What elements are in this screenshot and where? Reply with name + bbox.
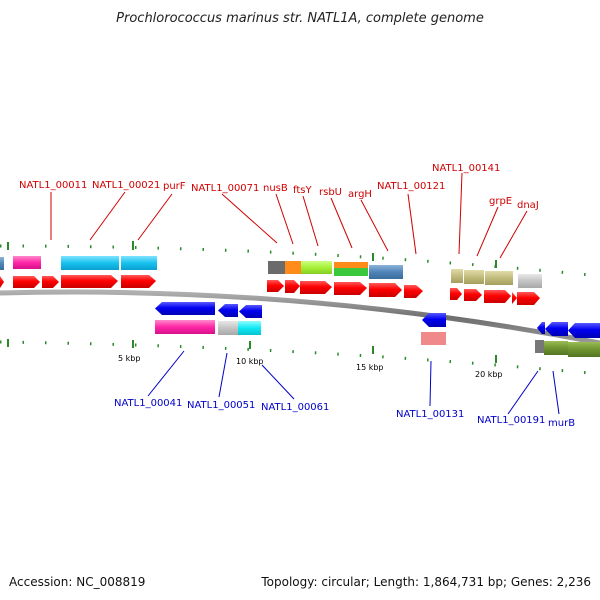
- gene-arrow-reverse[interactable]: [568, 323, 600, 338]
- gene-label-natl1-00021[interactable]: NATL1_00021: [92, 180, 160, 191]
- feature-block[interactable]: [238, 321, 261, 335]
- gene-arrow-forward[interactable]: [369, 283, 402, 297]
- gene-label-natl1-00071[interactable]: NATL1_00071: [191, 183, 259, 194]
- gene-arrow-forward[interactable]: [13, 276, 40, 288]
- gene-arrow-forward[interactable]: [267, 280, 284, 292]
- gene-arrow-forward[interactable]: [404, 285, 423, 298]
- feature-block[interactable]: [218, 321, 238, 335]
- feature-block[interactable]: [518, 274, 542, 288]
- map-title: Prochlorococcus marinus str. NATL1A, com…: [116, 11, 484, 26]
- feature-block[interactable]: [334, 268, 368, 276]
- gene-label-natl1-00011[interactable]: NATL1_00011: [19, 180, 87, 191]
- feature-block[interactable]: [369, 265, 403, 279]
- gene-label-natl1-00121[interactable]: NATL1_00121: [377, 181, 445, 192]
- gene-label-murB[interactable]: murB: [548, 418, 575, 429]
- feature-block[interactable]: [334, 262, 368, 268]
- feature-block[interactable]: [568, 342, 600, 357]
- gene-arrow-forward[interactable]: [512, 292, 517, 304]
- gene-label-ftsY[interactable]: ftsY: [293, 185, 312, 196]
- gene-label-rsbU[interactable]: rsbU: [319, 187, 342, 198]
- feature-block[interactable]: [121, 256, 157, 270]
- gene-arrow-forward[interactable]: [285, 280, 300, 293]
- forward-gene-track: [0, 275, 540, 305]
- gene-label-nusB[interactable]: nusB: [263, 183, 288, 194]
- gene-arrow-reverse[interactable]: [155, 302, 215, 315]
- feature-block[interactable]: [13, 256, 41, 269]
- feature-block[interactable]: [485, 271, 513, 285]
- top-gene-labels: NATL1_00011 NATL1_00021 purF NATL1_00071…: [19, 163, 539, 211]
- gene-arrow-forward[interactable]: [121, 275, 156, 288]
- gene-arrow-forward[interactable]: [517, 292, 540, 305]
- gene-label-argH[interactable]: argH: [348, 189, 372, 200]
- gene-arrow-forward[interactable]: [450, 288, 462, 300]
- scale-labels: 5 kbp 10 kbp 15 kbp 20 kbp: [118, 354, 503, 379]
- scale-label-15kbp: 15 kbp: [356, 363, 384, 372]
- gene-arrow-reverse[interactable]: [537, 322, 545, 334]
- gene-arrow-forward[interactable]: [484, 290, 511, 303]
- feature-block[interactable]: [464, 270, 484, 284]
- forward-feature-track: [0, 256, 542, 288]
- feature-block[interactable]: [155, 320, 215, 334]
- feature-block[interactable]: [0, 257, 4, 270]
- gene-label-natl1-00051[interactable]: NATL1_00051: [187, 400, 255, 411]
- feature-block[interactable]: [61, 256, 119, 270]
- gene-arrow-forward[interactable]: [334, 282, 367, 295]
- gene-arrow-reverse[interactable]: [422, 313, 446, 327]
- bottom-leader-lines: [147, 350, 560, 415]
- gene-arrow-forward[interactable]: [0, 276, 4, 288]
- gene-arrow-forward[interactable]: [300, 281, 332, 294]
- reverse-gene-track: [155, 302, 600, 338]
- gene-arrow-forward[interactable]: [42, 276, 59, 288]
- gene-arrow-forward[interactable]: [61, 275, 118, 288]
- feature-block[interactable]: [285, 261, 301, 274]
- feature-block[interactable]: [421, 332, 446, 345]
- gene-label-natl1-00131[interactable]: NATL1_00131: [396, 409, 464, 420]
- reverse-feature-track: [155, 320, 600, 357]
- inner-tick-ring: [0, 340, 600, 376]
- scale-ticks: [7, 241, 497, 363]
- gene-label-dnaJ[interactable]: dnaJ: [517, 200, 539, 211]
- gene-arrow-reverse[interactable]: [545, 322, 568, 336]
- gene-label-purF[interactable]: purF: [163, 181, 186, 192]
- accession-text: Accession: NC_008819: [9, 575, 145, 589]
- feature-block[interactable]: [301, 261, 332, 274]
- bottom-gene-labels: NATL1_00041 NATL1_00051 NATL1_00061 NATL…: [114, 398, 575, 429]
- gene-label-natl1-00041[interactable]: NATL1_00041: [114, 398, 182, 409]
- gene-label-natl1-00061[interactable]: NATL1_00061: [261, 402, 329, 413]
- gene-arrow-forward[interactable]: [464, 289, 482, 301]
- genome-backbone: [0, 289, 600, 346]
- gene-label-grpE[interactable]: grpE: [489, 196, 512, 207]
- gene-label-natl1-00191[interactable]: NATL1_00191: [477, 415, 545, 426]
- feature-block[interactable]: [268, 261, 285, 274]
- scale-label-5kbp: 5 kbp: [118, 354, 140, 363]
- gene-label-natl1-00141[interactable]: NATL1_00141: [432, 163, 500, 174]
- scale-label-20kbp: 20 kbp: [475, 370, 503, 379]
- feature-block[interactable]: [535, 340, 544, 353]
- scale-label-10kbp: 10 kbp: [236, 357, 264, 366]
- top-leader-lines: [50, 172, 528, 259]
- feature-block[interactable]: [544, 341, 568, 355]
- gene-arrow-reverse[interactable]: [218, 304, 238, 317]
- feature-block[interactable]: [451, 269, 463, 283]
- genome-summary-text: Topology: circular; Length: 1,864,731 bp…: [260, 575, 591, 589]
- gene-arrow-reverse[interactable]: [239, 305, 262, 318]
